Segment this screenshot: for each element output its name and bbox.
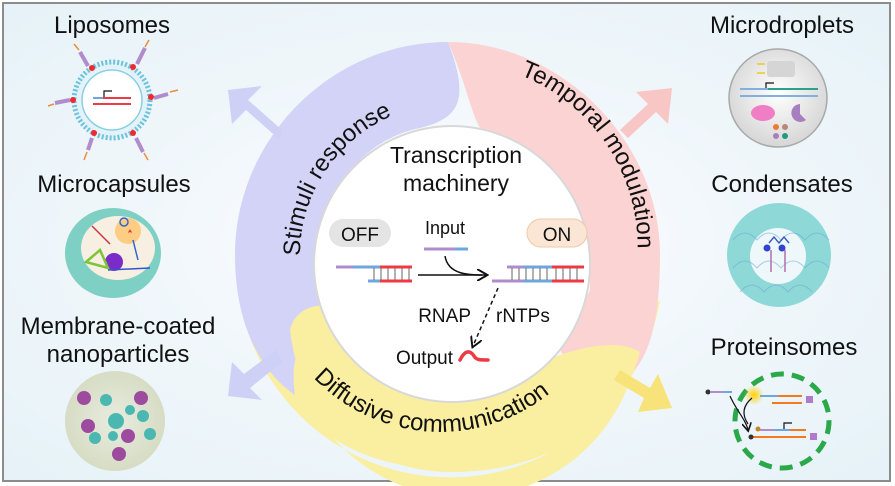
proteinsome-icon [705, 371, 832, 471]
on-badge [526, 218, 588, 248]
microcapsule-icon [65, 208, 161, 298]
input-label: Input [425, 218, 465, 238]
ring-segment-stimuli [235, 42, 460, 395]
nanoparticle-icon [65, 371, 165, 471]
transcription-arrow [473, 287, 499, 346]
off-badge [329, 219, 391, 247]
arrow-to-microdroplets [620, 88, 672, 138]
proteinsomes-label: Proteinsomes [711, 334, 858, 361]
microdroplets-label: Microdroplets [710, 12, 854, 39]
ring-segment-temporal [448, 42, 660, 380]
on-label: ON [543, 225, 572, 246]
center-circle [313, 125, 591, 403]
arrow-to-proteinsomes [614, 370, 672, 412]
nanoparticles-label-line1: Membrane-coated [21, 313, 216, 340]
rntps-label: rNTPs [496, 306, 550, 327]
off-label: OFF [341, 225, 379, 246]
arrow-to-liposomes [228, 86, 282, 140]
nanoparticles-label-line2: nanoparticles [47, 341, 190, 368]
microcapsules-label: Microcapsules [37, 171, 190, 198]
arrow-to-nanoparticles [228, 350, 282, 400]
on-duplex [492, 265, 584, 283]
rnap-label: RNAP [418, 306, 471, 327]
condensate-icon [727, 203, 831, 307]
off-duplex [336, 265, 412, 283]
liposome-icon [47, 39, 179, 161]
center-title-line1: Transcription [390, 142, 522, 168]
output-label: Output [396, 348, 454, 369]
condensates-label: Condensates [711, 171, 852, 198]
liposomes-label: Liposomes [54, 12, 170, 39]
microdroplet-icon [728, 48, 828, 148]
center-title-line2: machinery [403, 170, 510, 196]
output-rna-icon [458, 350, 490, 362]
